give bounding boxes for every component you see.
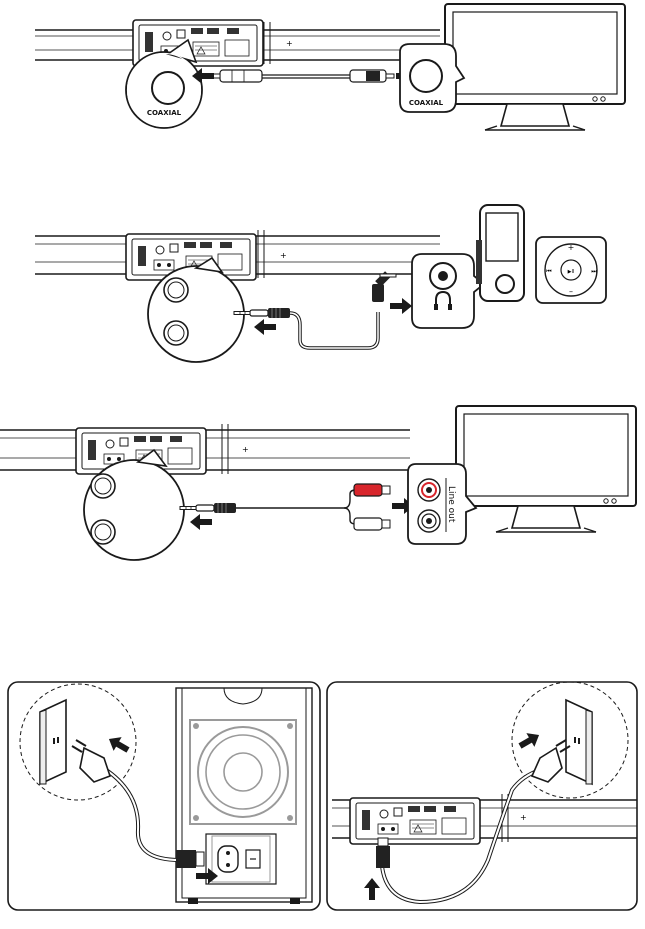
svg-text:▶II: ▶II — [568, 269, 575, 275]
svg-text:+: + — [286, 39, 293, 48]
svg-text:⏭: ⏭ — [591, 268, 597, 275]
line-out-label: Line out — [446, 486, 456, 523]
tv-icon — [456, 406, 636, 532]
coaxial-label-right: COAXIAL — [409, 99, 444, 107]
media-player-icon — [476, 205, 524, 301]
coaxial-cable — [210, 70, 394, 82]
line-out-jacks-zoom: Line out — [408, 464, 476, 544]
panel-coaxial-connection: + COAXIAL — [35, 4, 625, 130]
svg-text:+: + — [280, 251, 287, 260]
wall-outlet-icon — [40, 700, 66, 784]
svg-text:+: + — [242, 445, 249, 454]
soundbar-icon: + — [0, 424, 410, 474]
svg-text:–: – — [569, 287, 573, 296]
panel-rca-connection: + — [0, 406, 636, 560]
coaxial-label-left: COAXIAL — [147, 109, 182, 117]
soundbar-icon: + — [35, 20, 440, 66]
aux-cable — [234, 271, 396, 348]
headphone-jack-zoom — [412, 254, 484, 328]
tv-icon — [445, 4, 625, 130]
panel-soundbar-power: + — [327, 682, 637, 910]
svg-text:+: + — [568, 243, 575, 252]
ipod-shuffle-icon: + – ⏮ ⏭ ▶II — [536, 237, 606, 303]
soundbar-icon: + — [35, 230, 440, 280]
wall-outlet-icon — [566, 700, 592, 784]
coaxial-jack-zoom-right: COAXIAL — [400, 44, 464, 112]
svg-text:+: + — [520, 813, 527, 822]
panel-subwoofer-power — [8, 682, 320, 910]
panel-aux-connection: + — [35, 205, 606, 362]
svg-text:⏮: ⏮ — [546, 268, 552, 275]
